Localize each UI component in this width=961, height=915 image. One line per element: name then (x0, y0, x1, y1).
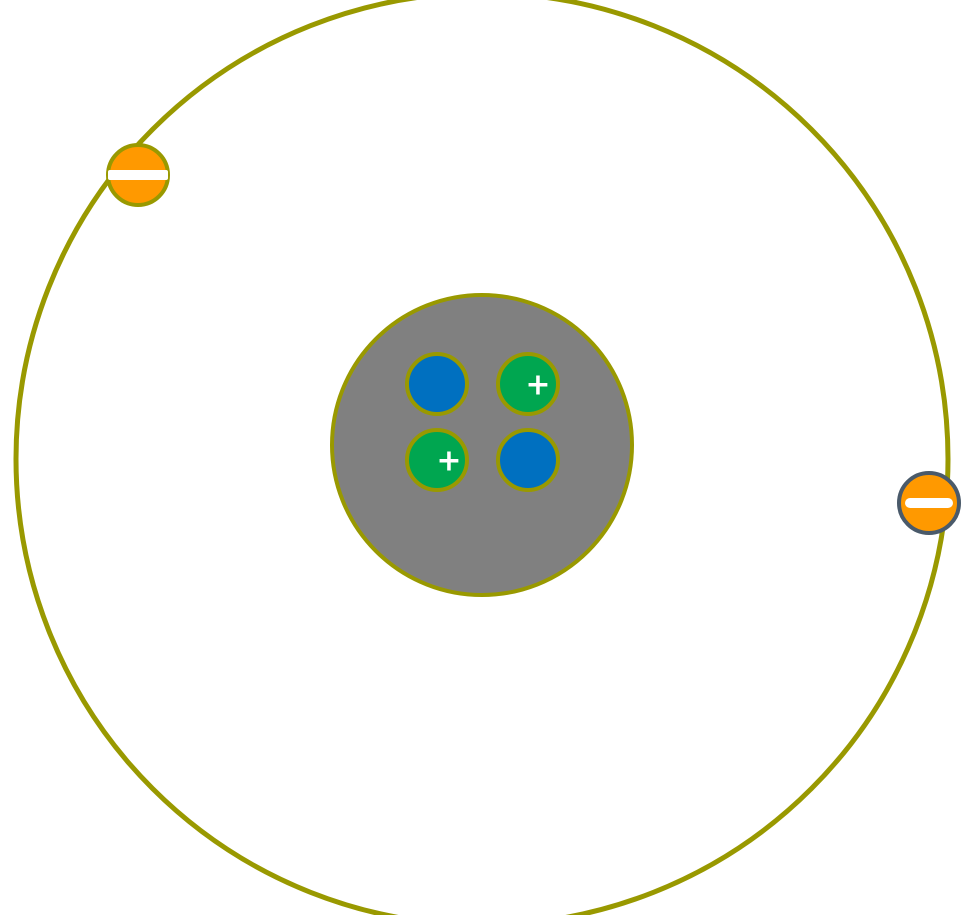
neutron-bottom-right (498, 430, 558, 490)
neutron-top-left (407, 354, 467, 414)
nucleus (332, 295, 632, 595)
electron-right (899, 473, 959, 533)
proton-charge-label: + (525, 368, 550, 403)
minus-icon (905, 498, 953, 508)
electron-upper-left (108, 145, 168, 205)
proton-charge-label: + (436, 444, 461, 479)
minus-icon (108, 170, 168, 180)
